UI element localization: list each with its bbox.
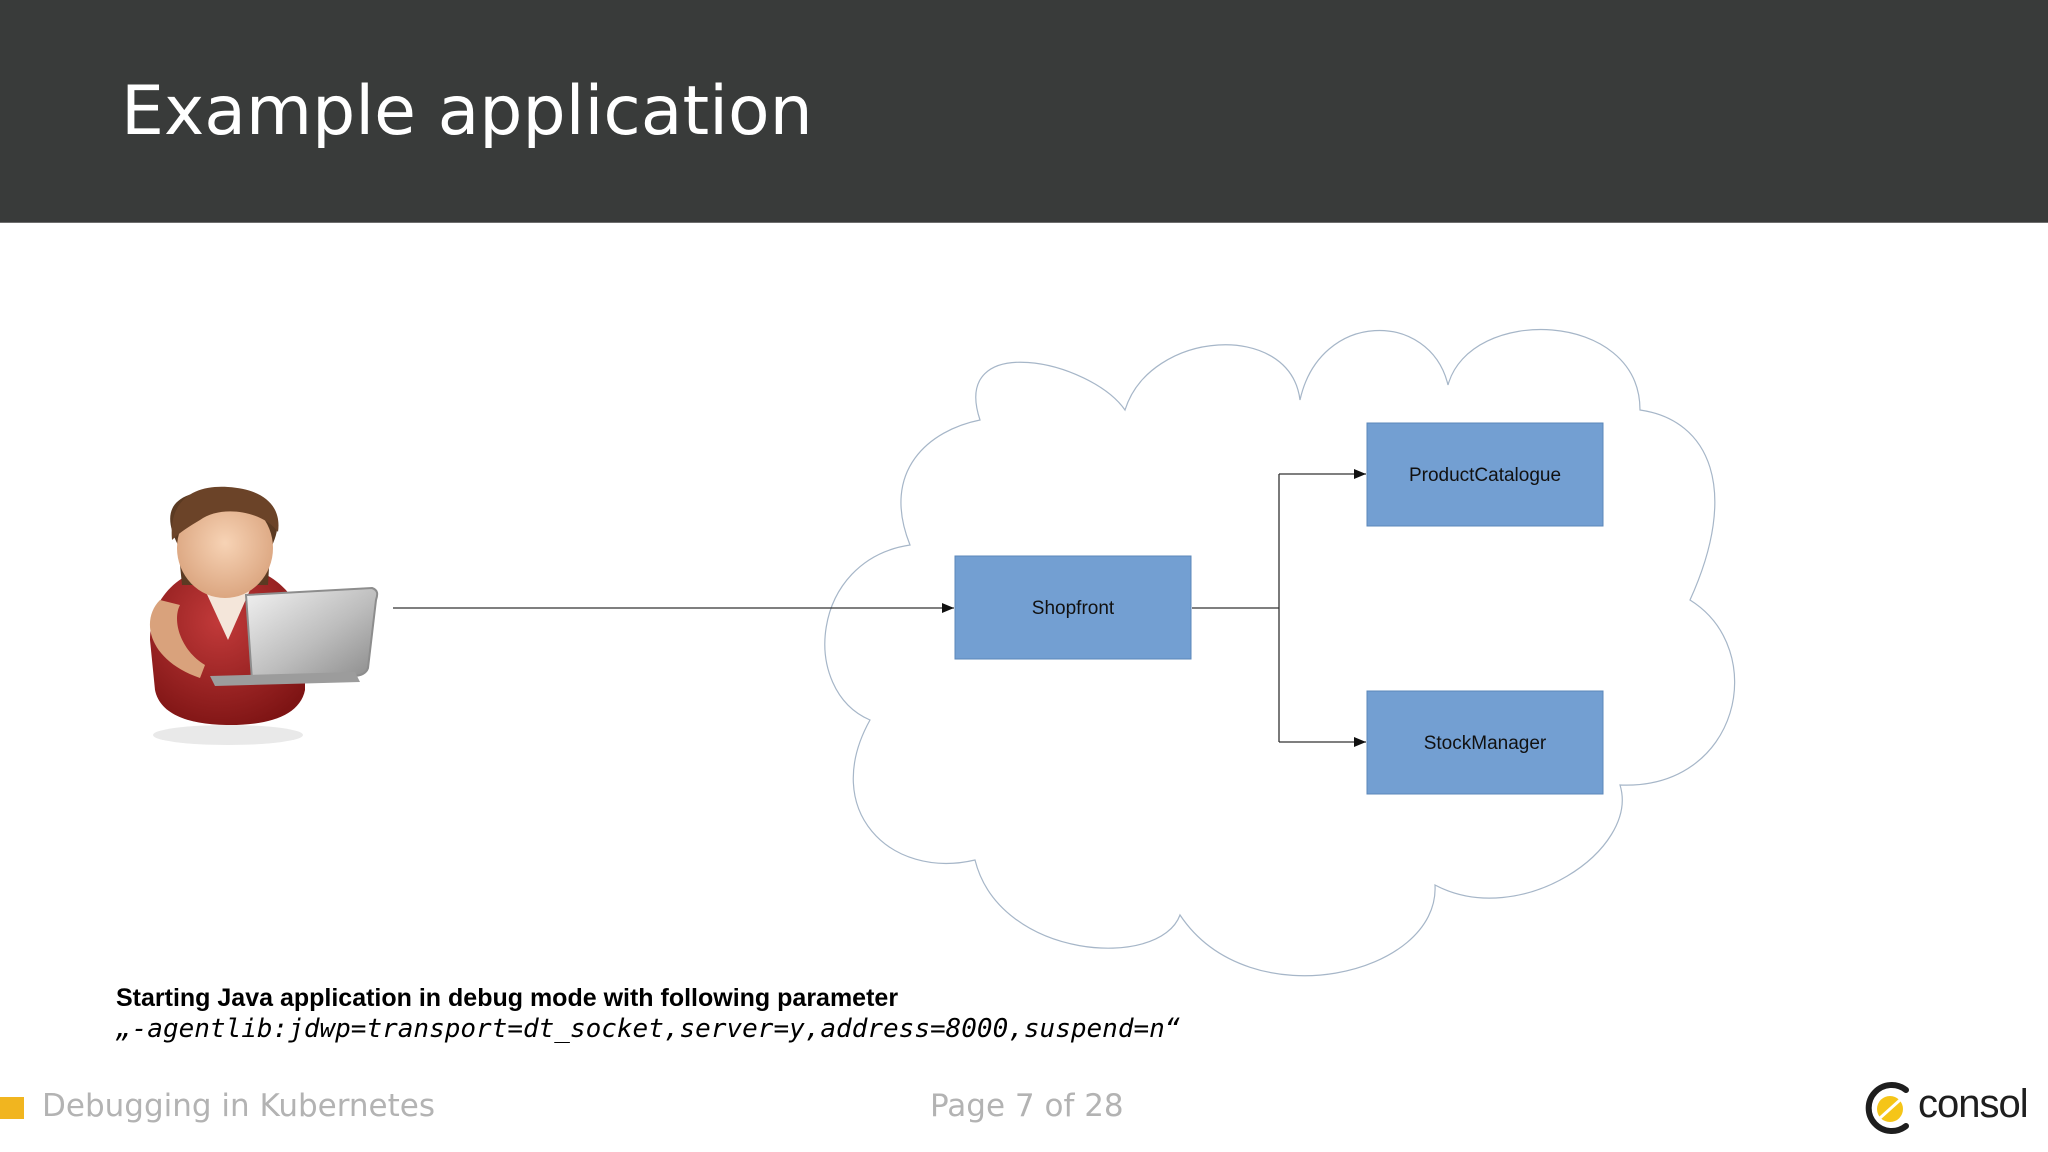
node-shopfront-label: Shopfront: [1032, 598, 1115, 619]
footer-marker: [0, 1097, 24, 1119]
caption: Starting Java application in debug mode …: [116, 982, 1416, 1044]
footer-page-number: Page 7 of 28: [930, 1088, 1124, 1124]
node-productcatalogue: ProductCatalogue: [1366, 422, 1604, 527]
caption-heading: Starting Java application in debug mode …: [116, 984, 899, 1012]
consol-logo-text: consol: [1918, 1082, 2029, 1126]
connectors: [393, 469, 1366, 747]
node-stockmanager: StockManager: [1366, 690, 1604, 795]
consol-logo: consol: [1862, 1080, 2032, 1136]
node-shopfront: Shopfront: [954, 555, 1192, 660]
caption-code: „-agentlib:jdwp=transport=dt_socket,serv…: [116, 1014, 1181, 1044]
user-with-laptop-icon: [149, 486, 379, 745]
slide-header: Example application: [0, 0, 2048, 223]
node-stockmanager-label: StockManager: [1424, 733, 1547, 754]
slide-title: Example application: [121, 72, 813, 151]
consol-logo-icon: [1865, 1082, 1909, 1134]
footer-presentation-title: Debugging in Kubernetes: [42, 1088, 436, 1124]
node-productcatalogue-label: ProductCatalogue: [1409, 465, 1561, 486]
